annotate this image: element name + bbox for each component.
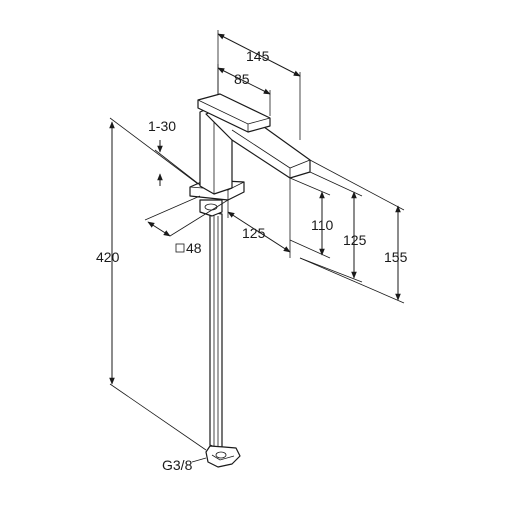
dim-155: 155: [299, 159, 408, 304]
dim-125-depth: 125: [227, 178, 291, 258]
dim-1-30-label: 1-30: [148, 118, 176, 134]
dim-125-height-label: 125: [343, 232, 367, 248]
thread-label: G3/8: [162, 457, 193, 473]
dim-85: 85: [217, 64, 271, 116]
dim-125-height: 125: [299, 171, 367, 283]
dim-110: 110: [289, 177, 334, 259]
dim-420: 420: [96, 117, 207, 451]
square-symbol-icon: [175, 243, 185, 253]
dim-48: 48: [144, 195, 229, 256]
dim-1-30: 1-30: [148, 118, 201, 186]
dim-155-label: 155: [384, 249, 408, 265]
dim-110-label: 110: [311, 217, 334, 233]
dim-145-label: 145: [246, 48, 270, 64]
supply-pipe: [209, 211, 223, 451]
connector-nut: [205, 445, 241, 468]
dim-48-label: 48: [186, 240, 202, 256]
dim-145: 145: [217, 30, 301, 140]
dim-125-depth-label: 125: [242, 225, 266, 241]
thread-callout: G3/8: [162, 457, 207, 473]
faucet-outline: [189, 93, 311, 468]
dim-420-label: 420: [96, 249, 120, 265]
dim-85-label: 85: [234, 71, 250, 87]
mounting-fixing: [199, 199, 223, 217]
